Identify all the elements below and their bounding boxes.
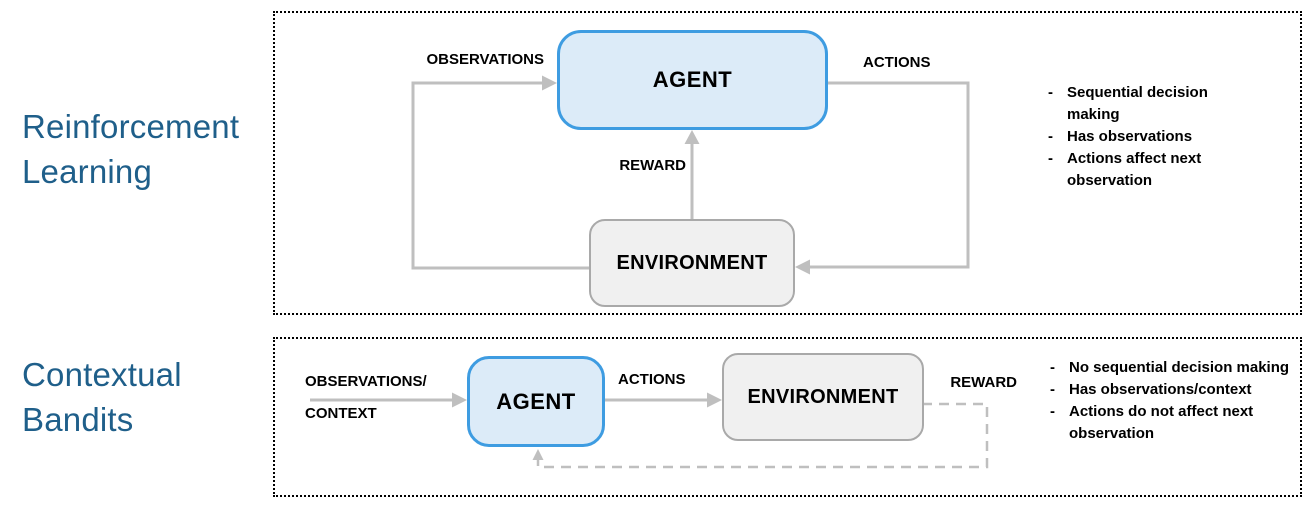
note-item: - Sequential decision making	[1048, 82, 1237, 126]
cb-actions-arrow	[605, 392, 722, 408]
rl-actions-arrow	[795, 81, 970, 275]
cb-reward-dashed-arrow	[532, 402, 989, 469]
cb-notes-list: - No sequential decision making - Has ob…	[1050, 357, 1301, 445]
rl-observations-arrow-label: OBSERVATIONS	[426, 51, 544, 68]
note-item: - Actions affect next observation	[1048, 148, 1237, 192]
rl-observations-arrow	[411, 75, 589, 270]
cb-environment-box: ENVIRONMENT	[722, 353, 924, 441]
cb-agent-box: AGENT	[467, 356, 605, 447]
note-dash: -	[1048, 128, 1053, 145]
rl-connector-wires	[411, 75, 970, 275]
section-title-reinforcement-learning: Reinforcement Learning	[22, 108, 240, 190]
rl-environment-label: ENVIRONMENT	[616, 251, 768, 274]
cb-reward-arrow-label: REWARD	[950, 374, 1017, 391]
section-title-contextual-bandits: Contextual Bandits	[22, 356, 182, 438]
note-text: Sequential decision making	[1067, 84, 1208, 123]
cb-context-arrow	[310, 392, 467, 408]
note-dash: -	[1048, 150, 1053, 167]
note-dash: -	[1048, 84, 1053, 101]
note-item: - Actions do not affect next observation	[1050, 401, 1301, 445]
contextual-bandits-panel: AGENT ENVIRONMENT OBSERVATIONS/ CONTEXT …	[273, 337, 1302, 497]
note-text: No sequential decision making	[1069, 359, 1290, 376]
note-item: - Has observations/context	[1050, 379, 1301, 401]
note-item: - Has observations	[1048, 126, 1237, 148]
cb-observations-context-arrow-label: OBSERVATIONS/ CONTEXT	[305, 373, 427, 422]
note-text: Actions affect next observation	[1067, 150, 1202, 189]
rl-actions-arrow-label: ACTIONS	[863, 54, 931, 71]
rl-notes-list: - Sequential decision making - Has obser…	[1048, 82, 1237, 192]
cb-actions-arrow-label: ACTIONS	[618, 371, 686, 388]
note-text: Has observations/context	[1069, 381, 1252, 398]
rl-agent-label: AGENT	[652, 67, 733, 92]
cb-connector-wires	[310, 392, 989, 469]
note-dash: -	[1050, 359, 1055, 376]
note-dash: -	[1050, 403, 1055, 420]
note-text: Actions do not affect next observation	[1069, 403, 1254, 442]
note-text: Has observations	[1067, 128, 1193, 145]
rl-agent-box: AGENT	[557, 30, 828, 130]
rl-environment-box: ENVIRONMENT	[589, 219, 795, 307]
cb-agent-label: AGENT	[496, 388, 576, 414]
note-dash: -	[1050, 381, 1055, 398]
cb-environment-label: ENVIRONMENT	[747, 385, 899, 408]
reinforcement-learning-panel: AGENT ENVIRONMENT OBSERVATIONS ACTIONS R…	[273, 11, 1302, 315]
rl-reward-arrow-label: REWARD	[619, 157, 686, 174]
note-item: - No sequential decision making	[1050, 357, 1301, 379]
rl-reward-arrow	[684, 130, 700, 219]
